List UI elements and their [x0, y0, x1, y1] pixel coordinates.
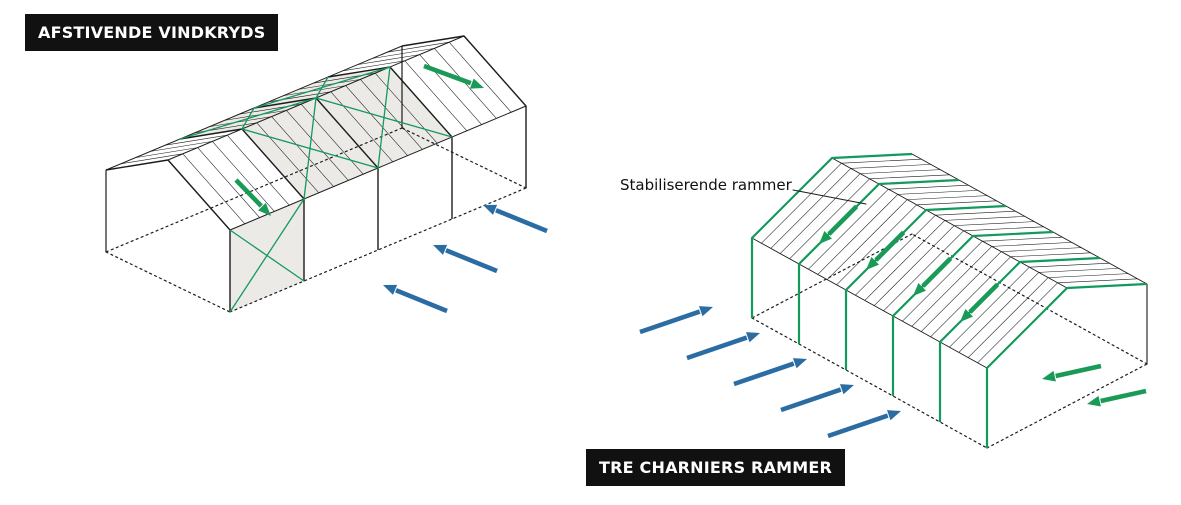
brace-diagonal — [179, 97, 317, 140]
brace-diagonal — [229, 229, 305, 282]
right-wind-arrows — [639, 306, 901, 439]
annotation-leader — [792, 189, 867, 205]
stabilizing-frame — [891, 230, 1054, 396]
wind-arrow — [733, 358, 807, 387]
stabilizing-frame — [797, 178, 960, 344]
wind-arrow — [827, 410, 901, 439]
stabilizing-frames-label: Stabiliserende rammer — [620, 176, 792, 194]
portal-frame — [105, 159, 231, 312]
base-edge-dotted — [911, 233, 1148, 365]
right-frame-force-arrows — [819, 204, 1147, 407]
ridge-force-arrow — [423, 63, 484, 89]
stabilizing-frame — [750, 152, 913, 318]
wind-arrow — [383, 284, 448, 314]
leader-line — [792, 189, 867, 205]
brace-diagonal — [241, 128, 379, 169]
stabilizing-frame — [938, 256, 1101, 422]
stabilizing-frame — [985, 282, 1148, 448]
wind-arrow — [686, 332, 760, 361]
eave-line — [751, 237, 988, 369]
left-title-box: AFSTIVENDE VINDKRYDS — [25, 14, 279, 52]
wind-arrow — [483, 204, 548, 234]
far-eave-line — [911, 153, 1148, 285]
end-bay-force-arrow — [1087, 388, 1147, 407]
wind-bracing-x — [179, 66, 453, 313]
left-wind-arrows — [383, 204, 548, 314]
ridge-line — [831, 157, 1068, 289]
base-edge-dotted — [401, 127, 527, 189]
wall-force-arrow — [234, 178, 271, 216]
stabilizing-frame — [844, 204, 1007, 370]
right-title-box: TRE CHARNIERS RAMMER — [586, 449, 846, 487]
left-force-arrows — [234, 63, 484, 216]
right-base-dotted — [751, 233, 1148, 449]
base-edge-dotted — [105, 251, 231, 313]
portal-frame — [327, 66, 453, 219]
frame-force-arrow — [960, 282, 1000, 322]
wind-arrow — [433, 244, 498, 274]
roof-line — [977, 278, 1138, 363]
frame-force-arrow — [819, 204, 859, 244]
portal-frame — [179, 128, 305, 281]
left-building-diagram — [105, 35, 548, 314]
base-edge-dotted — [751, 317, 988, 449]
wind-arrow — [639, 306, 713, 335]
frame-force-arrow — [913, 256, 953, 296]
brace-diagonal — [253, 66, 391, 109]
base-edge-dotted — [986, 363, 1148, 449]
right-building-diagram — [639, 152, 1148, 449]
left-building-frames — [105, 35, 527, 312]
brace-diagonal — [315, 97, 453, 138]
portal-frame — [401, 35, 527, 188]
portal-frame — [253, 97, 379, 250]
base-edge-dotted — [105, 127, 403, 253]
wind-arrow — [780, 384, 854, 413]
right-roof-lines — [751, 153, 1148, 369]
base-edge-dotted — [229, 187, 527, 313]
left-base-dotted — [105, 127, 527, 313]
end-bay-force-arrow — [1042, 363, 1102, 382]
frame-force-arrow — [866, 230, 906, 270]
